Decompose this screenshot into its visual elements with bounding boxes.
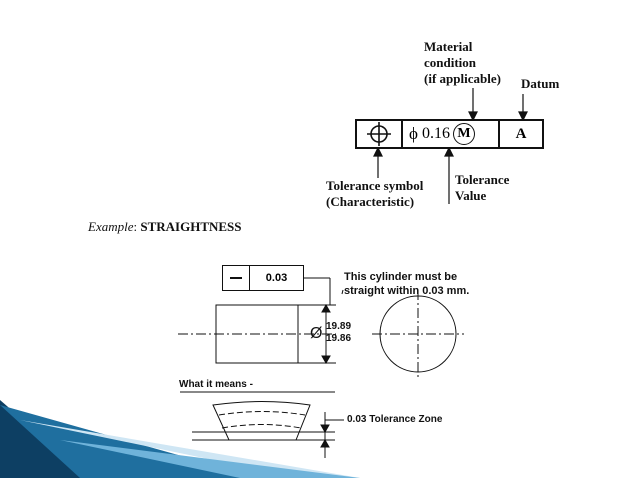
tolerance-symbol-label: Tolerance symbol (Characteristic)	[326, 178, 424, 209]
fcf-symbol-cell	[355, 119, 403, 149]
example-title: STRAIGHTNESS	[140, 219, 242, 234]
tolerance-value: 0.16	[421, 125, 450, 142]
material-modifier: M	[452, 123, 475, 145]
material-condition-label: Material condition (if applicable)	[424, 39, 501, 86]
top-leaders	[373, 88, 528, 204]
tolerance-zone-label: 0.03 Tolerance Zone	[347, 414, 443, 425]
position-icon	[367, 122, 391, 146]
straightness-value-cell: 0.03	[249, 265, 304, 291]
straightness-value: 0.03	[265, 272, 288, 284]
what-it-means-label: What it means -	[179, 379, 253, 390]
straightness-note: This cylinder must be straight within 0.…	[344, 271, 470, 297]
example-prefix: Example	[88, 219, 134, 234]
fcf-tolerance-cell: ϕ 0.16 M	[401, 119, 500, 149]
datum-label: Datum	[521, 76, 560, 91]
dimension-values: 19.89 19.86	[326, 321, 352, 344]
example-heading: Example: STRAIGHTNESS	[88, 219, 242, 234]
straightness-drawing	[178, 277, 464, 458]
straightness-icon	[230, 277, 242, 279]
corner-swoosh	[0, 400, 360, 478]
dimension-diameter-symbol: Ø	[310, 325, 323, 342]
tolerance-value-label: Tolerance Value	[455, 172, 510, 203]
bent-cylinder	[212, 401, 311, 441]
diameter-symbol: ϕ	[409, 124, 418, 143]
datum-letter: A	[515, 125, 527, 142]
fcf-datum-cell: A	[498, 119, 544, 149]
straightness-symbol-cell	[222, 265, 250, 291]
